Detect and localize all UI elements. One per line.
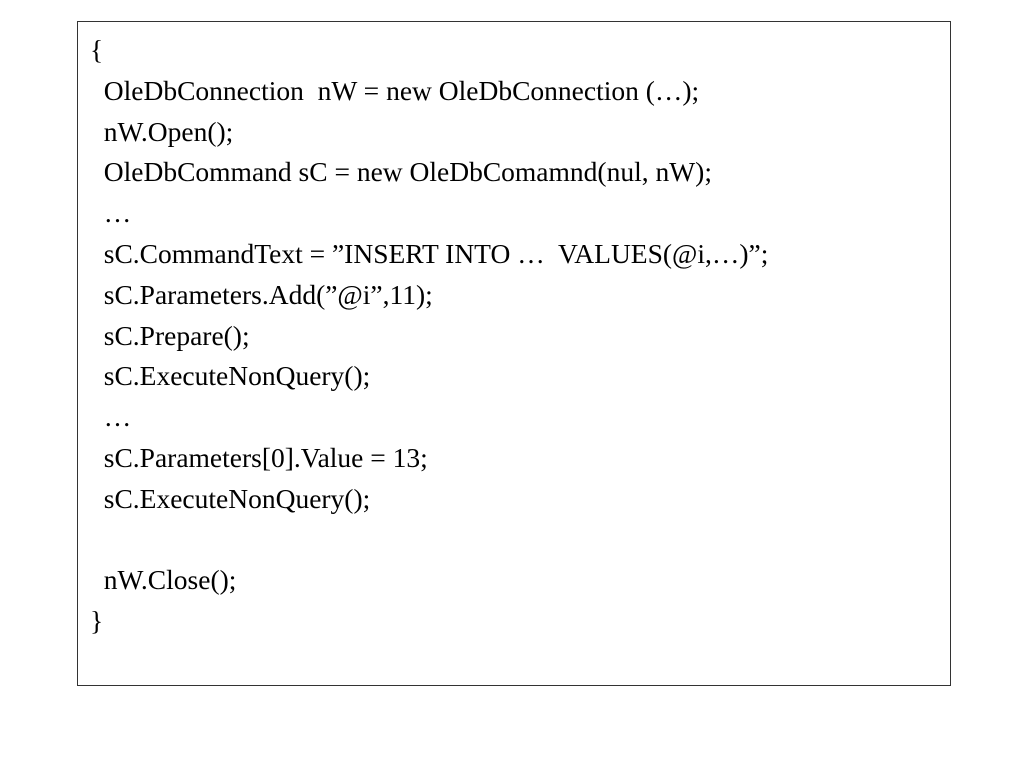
code-line-command-decl: OleDbCommand sC = new OleDbComamnd(nul, …	[90, 156, 712, 188]
code-line-connection-open: nW.Open();	[90, 115, 234, 147]
code-line-execute-2: sC.ExecuteNonQuery();	[90, 482, 371, 514]
code-line-parameters-add: sC.Parameters.Add(”@i”,11);	[90, 278, 433, 310]
code-line-command-text: sC.CommandText = ”INSERT INTO … VALUES(@…	[90, 237, 769, 269]
code-line-blank	[90, 520, 940, 561]
code-line-ellipsis-1: …	[90, 197, 132, 229]
code-line-ellipsis-2: …	[90, 401, 132, 433]
code-line-open-brace: {	[90, 34, 104, 65]
code-box: { OleDbConnection nW = new OleDbConnecti…	[77, 21, 951, 686]
code-lines: { OleDbConnection nW = new OleDbConnecti…	[90, 30, 940, 642]
code-line-execute-1: sC.ExecuteNonQuery();	[90, 360, 371, 392]
code-line-prepare: sC.Prepare();	[90, 319, 250, 351]
code-line-close-brace: }	[90, 605, 104, 637]
code-line-connection-close: nW.Close();	[90, 564, 237, 596]
code-line-connection-decl: OleDbConnection nW = new OleDbConnection…	[90, 74, 700, 106]
code-line-parameter-value: sC.Parameters[0].Value = 13;	[90, 441, 428, 473]
